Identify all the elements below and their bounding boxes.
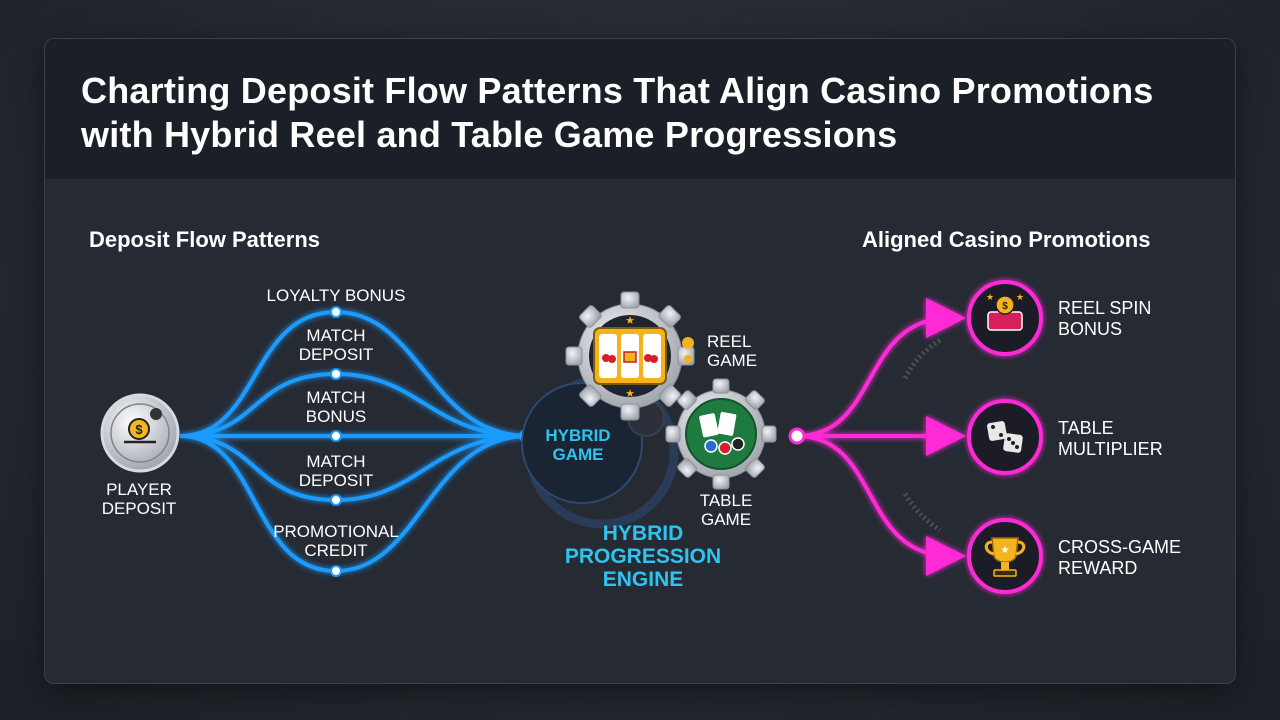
diagram-card: Charting Deposit Flow Patterns That Alig… bbox=[44, 38, 1236, 684]
hybrid-progression-engine-label: HYBRID PROGRESSION ENGINE bbox=[564, 522, 722, 591]
svg-text:★: ★ bbox=[625, 314, 635, 327]
svg-text:★: ★ bbox=[625, 387, 635, 400]
table-game-label: TABLE GAME bbox=[699, 491, 753, 529]
node-match-bonus bbox=[330, 430, 342, 442]
player-deposit-icon: $ bbox=[100, 393, 180, 473]
promo-label-table-multiplier: TABLE MULTIPLIER bbox=[1058, 418, 1163, 459]
node-match-deposit-1 bbox=[330, 368, 342, 380]
left-heading: Deposit Flow Patterns bbox=[89, 227, 321, 252]
svg-text:★: ★ bbox=[986, 293, 994, 303]
hybrid-game-hub bbox=[521, 382, 643, 504]
diagram-title: Charting Deposit Flow Patterns That Alig… bbox=[81, 70, 1154, 155]
label-promotional-credit: PROMOTIONAL CREDIT bbox=[273, 522, 399, 560]
player-deposit-label: PLAYER DEPOSIT bbox=[101, 480, 177, 518]
label-match-deposit-1: MATCH DEPOSIT bbox=[298, 326, 374, 364]
node-match-deposit-2 bbox=[330, 494, 342, 506]
promo-arrow-reel bbox=[796, 298, 966, 438]
promo-circle-table-multiplier bbox=[967, 399, 1043, 475]
node-promotional-credit bbox=[330, 565, 342, 577]
label-loyalty-bonus: LOYALTY BONUS bbox=[266, 286, 406, 305]
node-loyalty-bonus bbox=[330, 306, 342, 318]
title-bar: Charting Deposit Flow Patterns That Alig… bbox=[45, 39, 1235, 179]
svg-text:★: ★ bbox=[1001, 545, 1010, 556]
promo-label-cross-game: CROSS-GAME REWARD bbox=[1058, 537, 1182, 578]
svg-text:$: $ bbox=[1002, 301, 1008, 312]
node-hub-exit bbox=[788, 427, 806, 445]
promo-arrow-cross bbox=[796, 434, 966, 576]
hybrid-game-label: HYBRID GAME bbox=[545, 426, 611, 464]
right-heading: Aligned Casino Promotions bbox=[862, 227, 1151, 252]
label-match-deposit-2: MATCH DEPOSIT bbox=[298, 452, 374, 490]
promo-circle-cross-game: ★ bbox=[967, 518, 1043, 594]
table-game-gear-icon bbox=[665, 378, 777, 490]
reel-game-label: REEL GAME bbox=[707, 332, 758, 370]
svg-text:★: ★ bbox=[1016, 293, 1024, 303]
promo-label-reel-spin: REEL SPIN BONUS bbox=[1058, 298, 1152, 339]
label-match-bonus: MATCH BONUS bbox=[305, 388, 367, 426]
svg-text:$: $ bbox=[135, 422, 143, 437]
reel-game-gear-icon: ★ ★ bbox=[565, 291, 695, 421]
promo-circle-reel-spin: $ ★ ★ bbox=[967, 280, 1043, 356]
